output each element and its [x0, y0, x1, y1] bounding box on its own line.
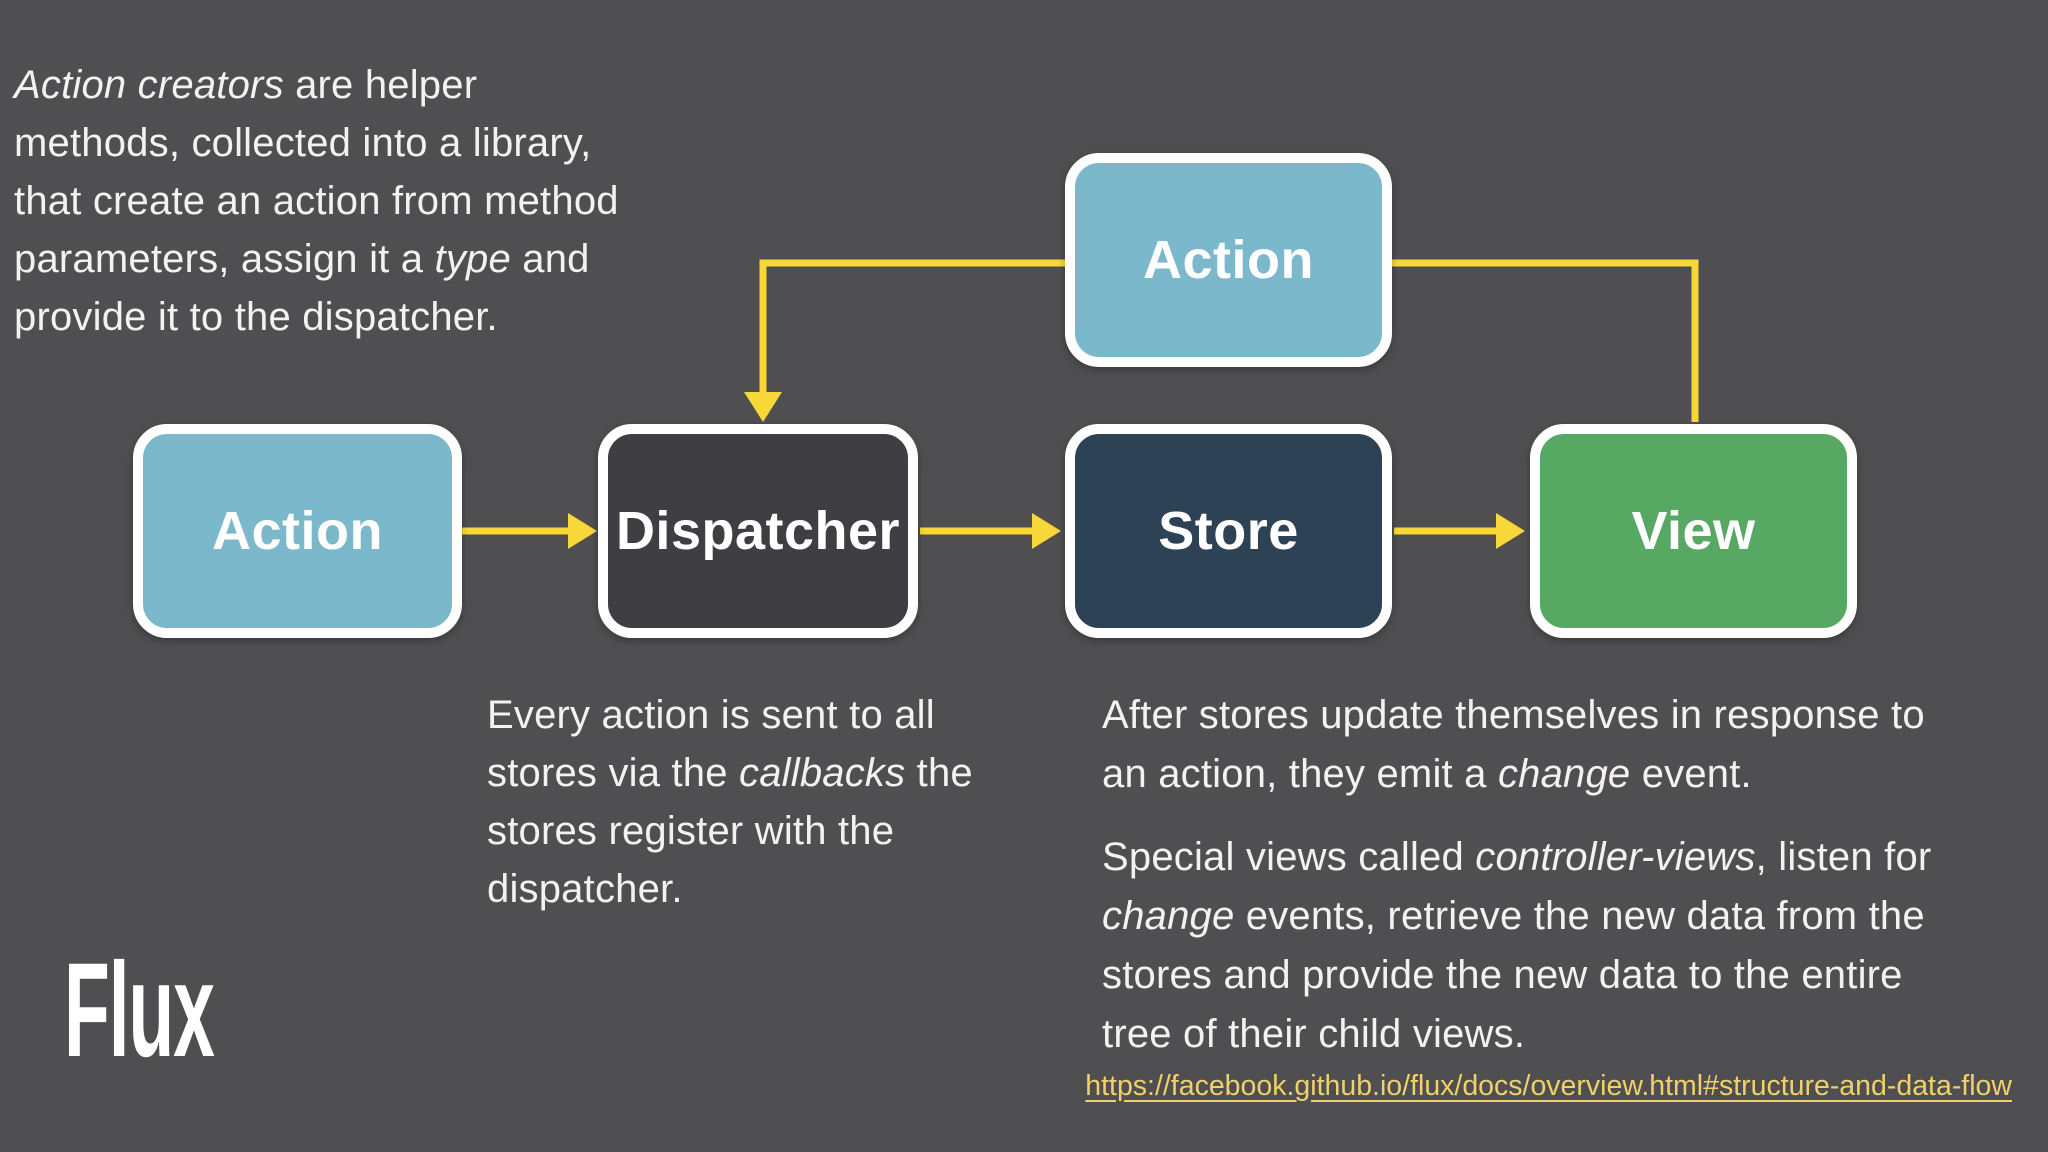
line-view-to-action: [1392, 259, 1699, 422]
controller-views-note: Special views called controller-views, l…: [1102, 835, 1932, 1056]
node-action-left-label: Action: [212, 501, 383, 561]
node-dispatcher-label: Dispatcher: [615, 501, 901, 561]
node-store: Store: [1065, 424, 1392, 638]
arrowhead-dispatcher-to-store: [1032, 513, 1061, 549]
node-action-top-label: Action: [1143, 230, 1314, 290]
line-action-to-dispatcher-elbow: [759, 259, 1065, 394]
arrowhead-action-to-dispatcher: [568, 513, 597, 549]
dispatcher-note: Every action is sent to all stores via t…: [487, 693, 973, 911]
node-dispatcher: Dispatcher: [598, 424, 918, 638]
node-action-left: Action: [133, 424, 462, 638]
node-view: View: [1530, 424, 1857, 638]
flux-docs-link[interactable]: https://facebook.github.io/flux/docs/ove…: [1085, 1070, 2012, 1102]
slide-title: Flux: [64, 936, 215, 1085]
store-view-notes: After stores update themselves in respon…: [1102, 686, 2048, 1064]
action-creators-note: Action creators are helper methods, coll…: [14, 63, 619, 339]
node-view-label: View: [1631, 501, 1756, 561]
arrowhead-into-dispatcher-top: [744, 392, 782, 422]
node-action-top: Action: [1065, 153, 1392, 367]
arrowhead-store-to-view: [1496, 513, 1525, 549]
node-store-label: Store: [1158, 501, 1299, 561]
store-change-note: After stores update themselves in respon…: [1102, 693, 1925, 796]
